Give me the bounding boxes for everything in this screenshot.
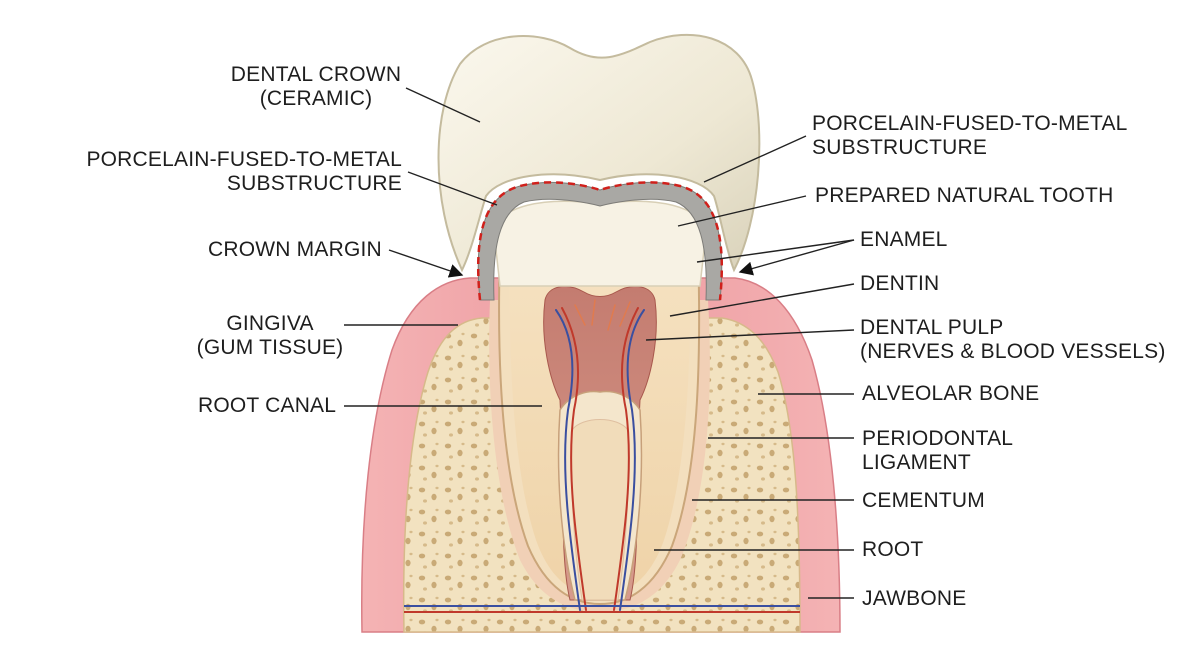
label-pfm-left-line2: SUBSTRUCTURE xyxy=(226,172,402,195)
label-alveolar-bone: ALVEOLAR BONE xyxy=(862,382,1040,405)
label-dental-crown: DENTAL CROWN (CERAMIC) xyxy=(196,63,436,111)
label-dentin: DENTIN xyxy=(860,272,940,295)
label-gingiva-line1: GINGIVA xyxy=(226,312,314,335)
dental-crown xyxy=(437,33,761,273)
label-pfm-right-line2: SUBSTRUCTURE xyxy=(812,136,988,159)
enamel-layer xyxy=(493,200,707,287)
label-pfm-substructure-right: PORCELAIN-FUSED-TO-METAL SUBSTRUCTURE xyxy=(812,112,1128,160)
label-dental-pulp-line1: DENTAL PULP xyxy=(860,316,1004,339)
label-root-canal: ROOT CANAL xyxy=(198,394,337,417)
label-dental-pulp: DENTAL PULP (NERVES & BLOOD VESSELS) xyxy=(860,316,1166,364)
label-crown-margin: CROWN MARGIN xyxy=(208,238,382,261)
label-jawbone: JAWBONE xyxy=(862,587,967,610)
label-pfm-left-line1: PORCELAIN-FUSED-TO-METAL xyxy=(86,148,402,171)
label-cementum: CEMENTUM xyxy=(862,489,985,512)
crown-margin-dash xyxy=(477,181,723,301)
label-dental-pulp-line2: (NERVES & BLOOD VESSELS) xyxy=(860,340,1166,363)
label-pfm-right-line1: PORCELAIN-FUSED-TO-METAL xyxy=(812,112,1128,135)
label-root: ROOT xyxy=(862,538,924,561)
label-dental-crown-line2: (CERAMIC) xyxy=(259,87,373,110)
label-periodontal-ligament: PERIODONTAL LIGAMENT xyxy=(862,427,1013,475)
leader-lines xyxy=(344,87,855,599)
label-prepared-natural-tooth: PREPARED NATURAL TOOTH xyxy=(815,184,1114,207)
label-gingiva-line2: (GUM TISSUE) xyxy=(196,336,344,359)
label-dental-crown-line1: DENTAL CROWN xyxy=(230,63,402,86)
label-periodontal-line1: PERIODONTAL xyxy=(862,427,1014,450)
nerves-and-vessels xyxy=(555,299,645,611)
label-gingiva: GINGIVA (GUM TISSUE) xyxy=(190,312,350,360)
label-pfm-substructure-left: PORCELAIN-FUSED-TO-METAL SUBSTRUCTURE xyxy=(80,148,402,196)
label-enamel: ENAMEL xyxy=(860,228,948,251)
label-periodontal-line2: LIGAMENT xyxy=(862,451,971,474)
